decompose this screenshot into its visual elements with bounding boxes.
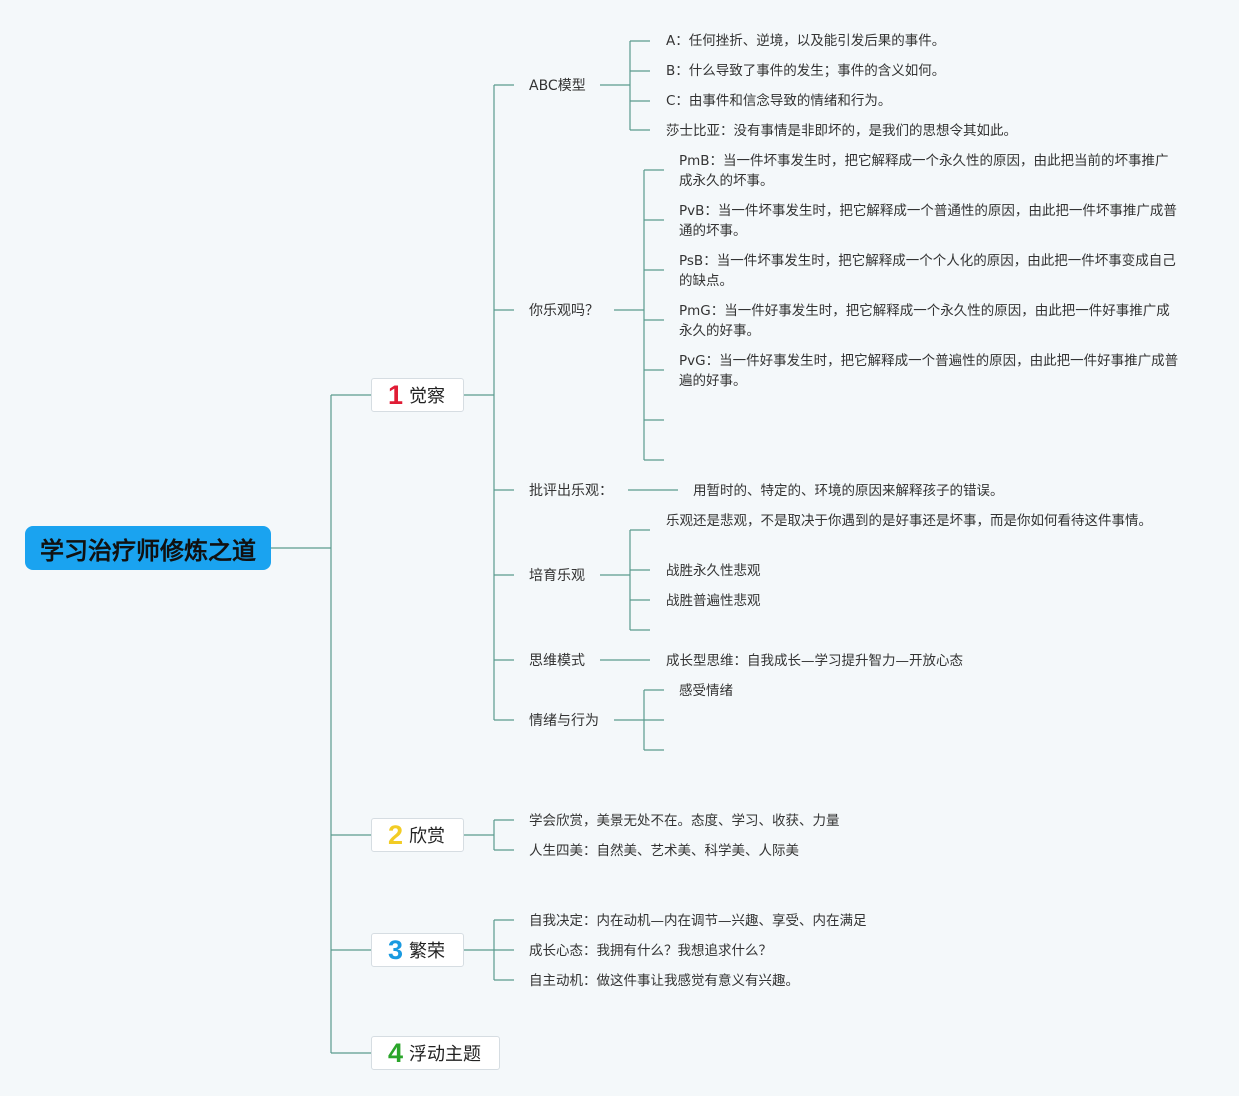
subtopic-are-you-optimistic[interactable]: 你乐观吗？: [529, 303, 599, 319]
topic-label: 觉察: [409, 386, 446, 407]
leaf-four-beauties[interactable]: 人生四美：自然美、艺术美、科学美、人际美: [529, 843, 799, 859]
leaf-beat-pervasive[interactable]: 战胜普遍性悲观: [666, 593, 761, 609]
topic-number: 3: [388, 934, 404, 965]
leaf-abc-b[interactable]: B：什么导致了事件的发生；事件的含义如何。: [666, 63, 946, 79]
topic-label: 浮动主题: [409, 1044, 482, 1065]
leaf-pvb[interactable]: PvB：当一件坏事发生时，把它解释成一个普通性的原因，由此把一件坏事推广成普通的…: [679, 203, 1177, 239]
topic-awareness[interactable]: 1 觉察: [371, 378, 464, 412]
topic-number: 2: [388, 819, 404, 850]
leaf-growth-attitude[interactable]: 成长心态：我拥有什么？我想追求什么？: [529, 943, 772, 959]
leaf-pmb[interactable]: PmB：当一件坏事发生时，把它解释成一个永久性的原因，由此把当前的坏事推广成永久…: [679, 153, 1169, 189]
leaf-appreciate[interactable]: 学会欣赏，美景无处不在。态度、学习、收获、力量: [529, 813, 840, 829]
leaf-abc-shakespeare[interactable]: 莎士比亚：没有事情是非即坏的，是我们的思想令其如此。: [666, 123, 1017, 139]
topic-number: 1: [388, 379, 404, 410]
root-topic[interactable]: 学习治疗师修炼之道: [25, 526, 271, 570]
subtopic-criticism-optimism[interactable]: 批评出乐观：: [529, 483, 613, 499]
topic-label: 欣赏: [409, 826, 446, 847]
subtopic-cultivate-optimism[interactable]: 培育乐观: [529, 568, 585, 584]
leaf-beat-permanent[interactable]: 战胜永久性悲观: [666, 563, 761, 579]
leaf-autonomous-motivation[interactable]: 自主动机：做这件事让我感觉有意义有兴趣。: [529, 973, 799, 989]
topic-appreciation[interactable]: 2 欣赏: [371, 818, 464, 852]
leaf-criticism[interactable]: 用暂时的、特定的、环境的原因来解释孩子的错误。: [693, 483, 1004, 499]
leaf-optimism-view[interactable]: 乐观还是悲观，不是取决于你遇到的是好事还是坏事，而是你如何看待这件事情。: [666, 513, 1152, 529]
leaf-abc-c[interactable]: C：由事件和信念导致的情绪和行为。: [666, 93, 892, 109]
topic-number: 4: [388, 1037, 404, 1068]
subtopic-emotion-behavior[interactable]: 情绪与行为: [529, 713, 599, 729]
leaf-psb[interactable]: PsB：当一件坏事发生时，把它解释成一个个人化的原因，由此把一件坏事变成自己的缺…: [679, 253, 1176, 289]
leaf-self-determination[interactable]: 自我决定：内在动机—内在调节—兴趣、享受、内在满足: [529, 913, 867, 929]
subtopic-abc-model[interactable]: ABC模型: [529, 78, 586, 94]
topic-label: 繁荣: [409, 941, 446, 962]
topic-floating[interactable]: 4 浮动主题: [371, 1036, 500, 1070]
topic-flourish[interactable]: 3 繁荣: [371, 933, 464, 967]
leaf-feel-emotion[interactable]: 感受情绪: [679, 683, 733, 699]
subtopic-thinking-mode[interactable]: 思维模式: [529, 653, 585, 669]
leaf-growth-mindset[interactable]: 成长型思维：自我成长—学习提升智力—开放心态: [666, 653, 963, 669]
leaf-pmg[interactable]: PmG：当一件好事发生时，把它解释成一个永久性的原因，由此把一件好事推广成永久的…: [679, 303, 1170, 339]
leaf-abc-a[interactable]: A：任何挫折、逆境，以及能引发后果的事件。: [666, 33, 946, 49]
leaf-pvg[interactable]: PvG：当一件好事发生时，把它解释成一个普遍性的原因，由此把一件好事推广成普遍的…: [679, 353, 1179, 389]
